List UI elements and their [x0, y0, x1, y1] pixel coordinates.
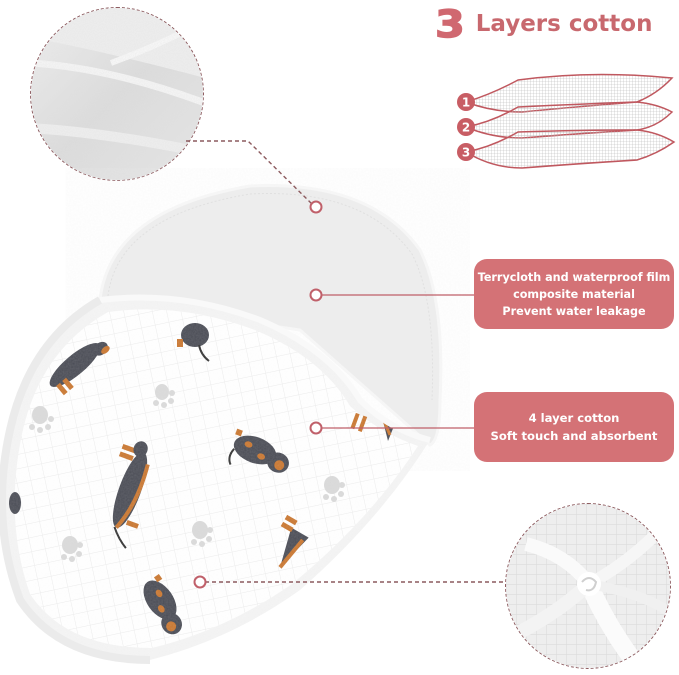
layer-badge-3: 3 [457, 143, 475, 161]
callout-line: Terrycloth and waterproof film [477, 270, 671, 284]
svg-text:3: 3 [462, 146, 470, 160]
svg-text:2: 2 [462, 121, 470, 135]
layer-badge-2: 2 [457, 118, 475, 136]
callout-line: composite material [513, 287, 635, 301]
layer-badge-1: 1 [457, 93, 475, 111]
callout-waterproof-film: Terrycloth and waterproof film composite… [474, 259, 674, 329]
callout-line: Soft touch and absorbent [490, 429, 658, 443]
callout-line: Prevent water leakage [502, 304, 646, 318]
svg-text:1: 1 [462, 96, 470, 110]
headline-number: 3 [434, 2, 465, 46]
callout-line: 4 layer cotton [528, 411, 620, 425]
muslin-closeup-circle [505, 503, 671, 669]
burp-cloth-illustration [0, 168, 470, 671]
callout-cotton-layers: 4 layer cotton Soft touch and absorbent [474, 392, 674, 462]
layers-diagram: 1 2 3 [452, 72, 679, 172]
terrycloth-closeup-circle [30, 7, 204, 181]
headline-text: Layers cotton [475, 11, 653, 37]
headline: 3 Layers cotton [434, 2, 653, 46]
